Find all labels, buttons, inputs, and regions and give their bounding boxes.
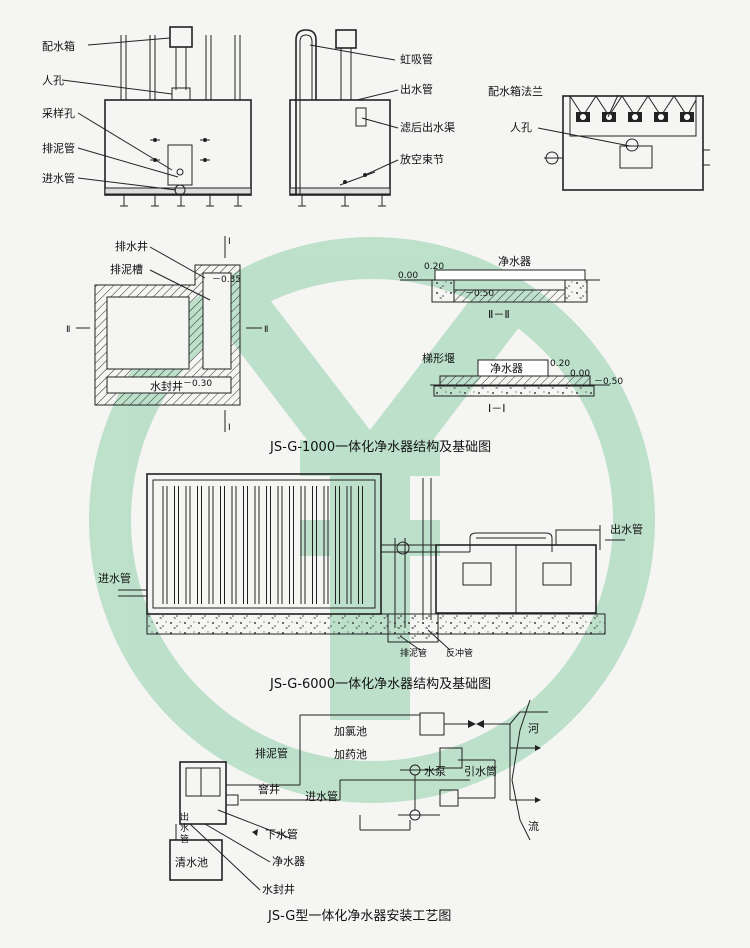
fig1-front-elevation: 配水箱 人孔 采样孔 排泥管 进水管 (42, 26, 252, 207)
label-inlet-pipe: 进水管 (42, 171, 75, 185)
fig1-section-II: 净水器 0.20 0.00 －0.50 Ⅱ－Ⅱ (398, 254, 600, 321)
label-fig3-outlet-a: 出 (180, 811, 189, 823)
section-mark-I-bottom: Ⅰ (228, 423, 231, 433)
label-fig3-suction: 引水筒 (464, 764, 497, 778)
level-m030: －0.30 (183, 379, 212, 389)
section-mark-II-right: Ⅱ (264, 325, 268, 335)
level-m035: －0.35 (212, 275, 241, 285)
level-020b: 0.20 (550, 359, 570, 369)
level-m050a: －0.50 (465, 289, 494, 299)
label-seal-well: 水封井 (150, 379, 183, 393)
section-title-I: Ⅰ－Ⅰ (488, 402, 506, 415)
level-m050b: －0.50 (594, 377, 623, 387)
label-fig3-outlet-c: 管 (180, 833, 189, 845)
label-fig3-purifier: 净水器 (272, 854, 305, 868)
label-fig3-clear-pool: 清水池 (175, 856, 208, 869)
label-drain-well: 排水井 (115, 239, 148, 253)
label-manhole-2: 人孔 (510, 121, 532, 134)
section-title-II: Ⅱ－Ⅱ (488, 308, 510, 321)
fig3-caption: JS-G型一体化净水器安装工艺图 (267, 909, 451, 924)
fig1-plan-view: 配水箱法兰 人孔 (488, 84, 710, 191)
fig1-foundation-plan: 排水井 排泥槽 水封井 －0.35 －0.30 Ⅰ Ⅰ Ⅱ Ⅱ (66, 236, 268, 433)
label-fig3-inlet: 进水管 (305, 789, 338, 803)
label-fig3-sludge: 排泥管 (255, 746, 288, 760)
fig3-process: 排泥管 加氯池 加药池 水泵 引水筒 河 流 窨井 进水管 出 水 管 下水管 … (169, 699, 548, 896)
fig1-section-I: 净水器 梯形堰 0.20 0.00 －0.50 Ⅰ－Ⅰ (422, 352, 623, 415)
label-water-box: 配水箱 (42, 39, 75, 53)
label-fig3-downpipe: 下水管 (265, 827, 298, 841)
fig1-side-elevation: 虹吸管 出水管 滤后出水渠 放空束节 (289, 29, 455, 207)
level-000b: 0.00 (570, 369, 590, 379)
label-fig2-sludge: 排泥管 (400, 647, 427, 659)
label-fig3-chlorine: 加氯池 (334, 724, 367, 738)
label-weir: 梯形堰 (422, 352, 455, 365)
section-mark-I-top: Ⅰ (228, 237, 231, 247)
watermark-logo (89, 237, 655, 803)
label-fig3-flow: 流 (528, 819, 539, 833)
label-fig2-backwash: 反冲管 (446, 647, 473, 659)
level-020a: 0.20 (424, 262, 444, 272)
section-mark-II-left: Ⅱ (66, 325, 70, 335)
label-fig3-dosing: 加药池 (334, 748, 367, 761)
label-siphon-pipe: 虹吸管 (400, 52, 433, 66)
fig2-caption: JS-G-6000一体化净水器结构及基础图 (269, 677, 491, 692)
label-filtered-channel: 滤后出水渠 (400, 120, 455, 134)
label-sludge-pipe: 排泥管 (42, 141, 75, 155)
label-fig3-river: 河 (528, 722, 539, 735)
fig2-structure: 进水管 出水管 排泥管 反冲管 (98, 473, 643, 659)
label-manhole: 人孔 (42, 74, 64, 87)
fig1-caption: JS-G-1000一体化净水器结构及基础图 (269, 440, 491, 455)
label-purifier-1: 净水器 (498, 254, 531, 268)
label-fig3-pump: 水泵 (424, 765, 446, 778)
level-000a: 0.00 (398, 271, 418, 281)
label-sampling-hole: 采样孔 (42, 106, 75, 120)
label-fig3-valve-well: 窨井 (258, 782, 280, 796)
label-vent-joint: 放空束节 (400, 152, 444, 166)
label-fig3-outlet-b: 水 (180, 822, 189, 834)
label-fig2-outlet: 出水管 (610, 522, 643, 536)
label-fig2-inlet: 进水管 (98, 571, 131, 585)
label-purifier-2: 净水器 (490, 361, 523, 375)
label-outlet-pipe: 出水管 (400, 82, 433, 96)
label-box-flange: 配水箱法兰 (488, 84, 543, 98)
label-sludge-trough: 排泥槽 (110, 262, 143, 276)
label-fig3-seal-well: 水封井 (262, 882, 295, 896)
